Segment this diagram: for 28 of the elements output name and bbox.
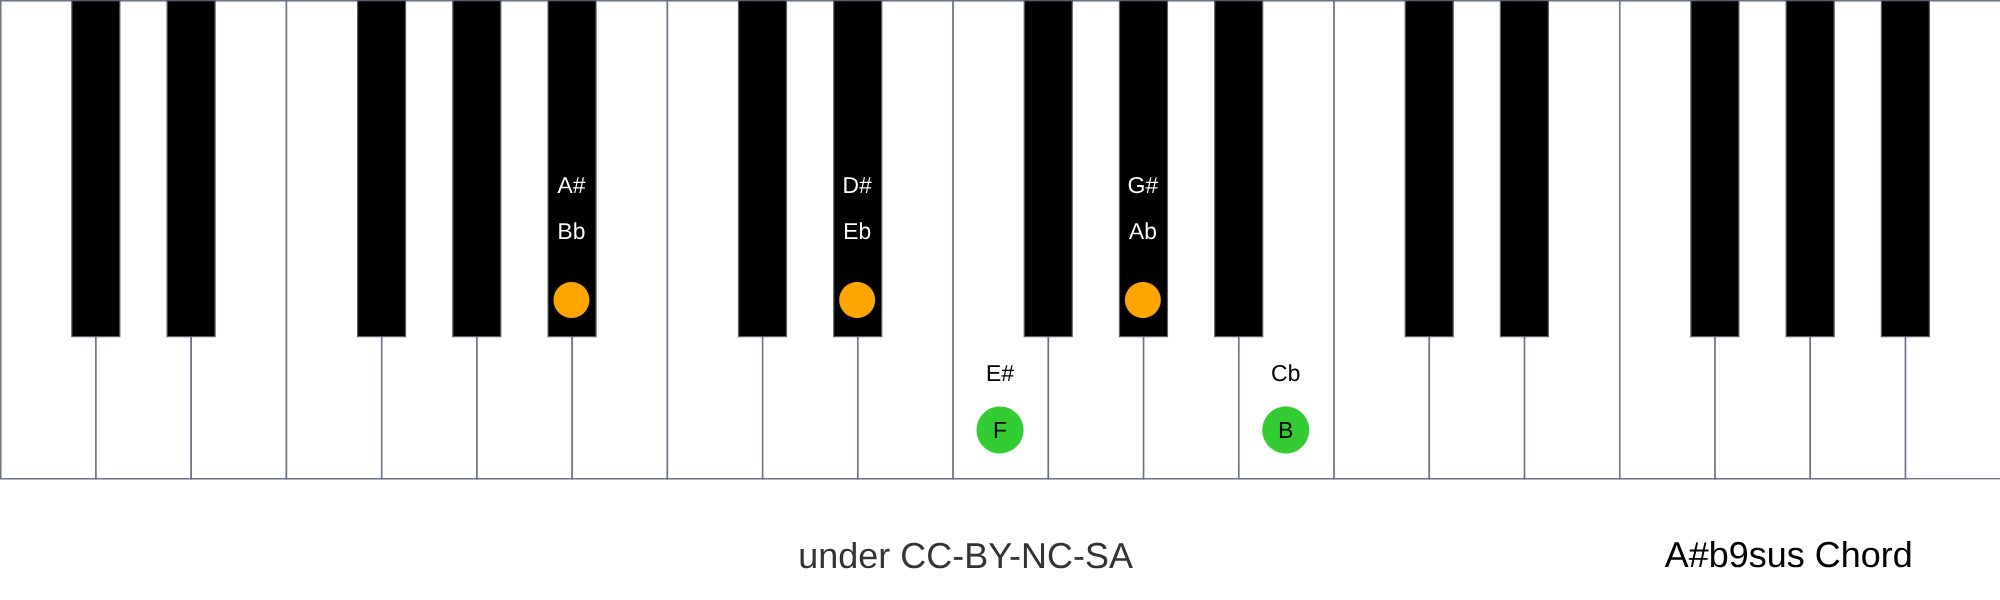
note-name: Bb — [559, 222, 585, 240]
note-name: Cb — [1272, 364, 1300, 382]
note-name: A# — [557, 177, 586, 193]
note-dot — [839, 282, 876, 318]
sharp-key — [1690, 0, 1740, 338]
license-note: under CC-BY-NC-SA — [800, 541, 1133, 569]
note-name: E# — [987, 365, 1014, 381]
sharp-key — [1118, 0, 1169, 338]
sharp-key — [1880, 0, 1930, 338]
sharp-key — [1404, 0, 1454, 338]
note-name: D# — [844, 177, 872, 193]
sharp-key — [1214, 0, 1264, 338]
sharp-key — [356, 0, 407, 338]
note-name: Ab — [1128, 222, 1156, 240]
chord-name: A#b9sus Chord — [1664, 540, 1911, 568]
sharp-key — [1785, 0, 1835, 338]
note-name: G# — [1128, 176, 1159, 194]
sharp-key — [737, 0, 788, 338]
note-dot — [1124, 282, 1161, 318]
note-dot — [553, 282, 590, 318]
sharp-key — [71, 0, 121, 338]
sharp-key — [452, 0, 502, 338]
sharp-key — [166, 0, 216, 338]
sharp-key — [1499, 0, 1550, 338]
note-name: Eb — [844, 222, 871, 240]
sharp-key — [547, 0, 597, 338]
sharp-key — [1023, 0, 1073, 338]
sharp-key — [833, 0, 883, 338]
